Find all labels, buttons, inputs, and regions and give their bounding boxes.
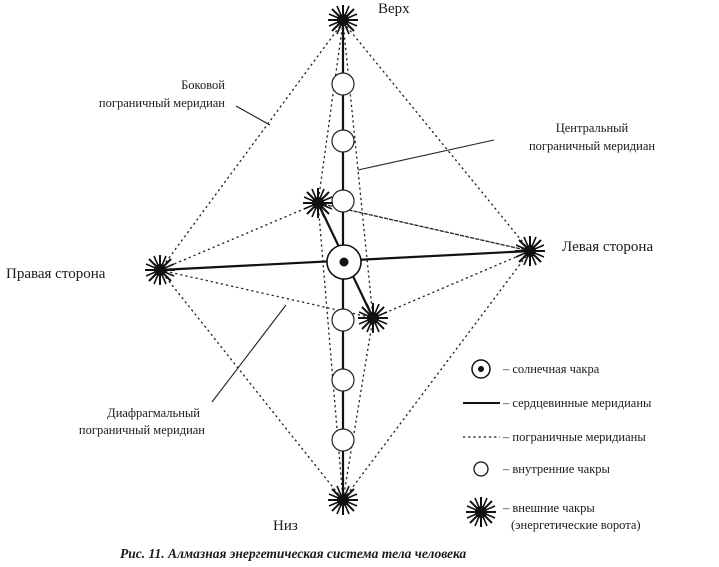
diaphragm-meridian-label-2: пограничный меридиан <box>79 423 205 437</box>
starburst-icon <box>465 496 497 528</box>
label-bottom: Низ <box>273 518 298 534</box>
central-meridian-label-2: пограничный меридиан <box>529 139 655 153</box>
legend-solar: – солнечная чакра <box>502 362 600 376</box>
legend-border: – пограничные меридианы <box>502 430 646 444</box>
central-meridian-label: Центральный <box>556 121 629 135</box>
diaphragm-meridian-label: Диафрагмальный <box>107 406 200 420</box>
legend-outer-2: (энергетические ворота) <box>511 518 641 532</box>
leader-lines <box>211 105 495 403</box>
label-left-side: Левая сторона <box>562 239 653 255</box>
inner-chakra <box>331 189 355 213</box>
starburst-icon <box>514 235 546 267</box>
label-top: Верх <box>378 1 410 17</box>
starburst-icon <box>302 187 334 219</box>
lateral-meridian-label-2: пограничный меридиан <box>99 96 225 110</box>
ring-icon <box>473 461 489 477</box>
legend-outer: – внешние чакры <box>502 501 595 515</box>
starburst-icon <box>357 302 389 334</box>
starburst-icon <box>144 254 176 286</box>
legend-heart: – сердцевинные меридианы <box>502 396 652 410</box>
starburst-icon <box>327 4 359 36</box>
label-right-side: Правая сторона <box>6 266 106 282</box>
inner-chakra <box>331 428 355 452</box>
inner-chakras <box>331 72 355 452</box>
starburst-icon <box>327 484 359 516</box>
legend-inner: – внутренние чакры <box>502 462 611 476</box>
inner-chakra <box>331 129 355 153</box>
inner-chakra <box>331 308 355 332</box>
lateral-meridian-label: Боковой <box>181 78 225 92</box>
figure-caption: Рис. 11. Алмазная энергетическая система… <box>120 546 467 561</box>
inner-chakra <box>331 368 355 392</box>
solar-chakra <box>326 244 362 280</box>
legend: – солнечная чакра – сердцевинные меридиа… <box>463 359 652 532</box>
inner-border-meridians <box>159 21 531 501</box>
inner-chakra <box>331 72 355 96</box>
